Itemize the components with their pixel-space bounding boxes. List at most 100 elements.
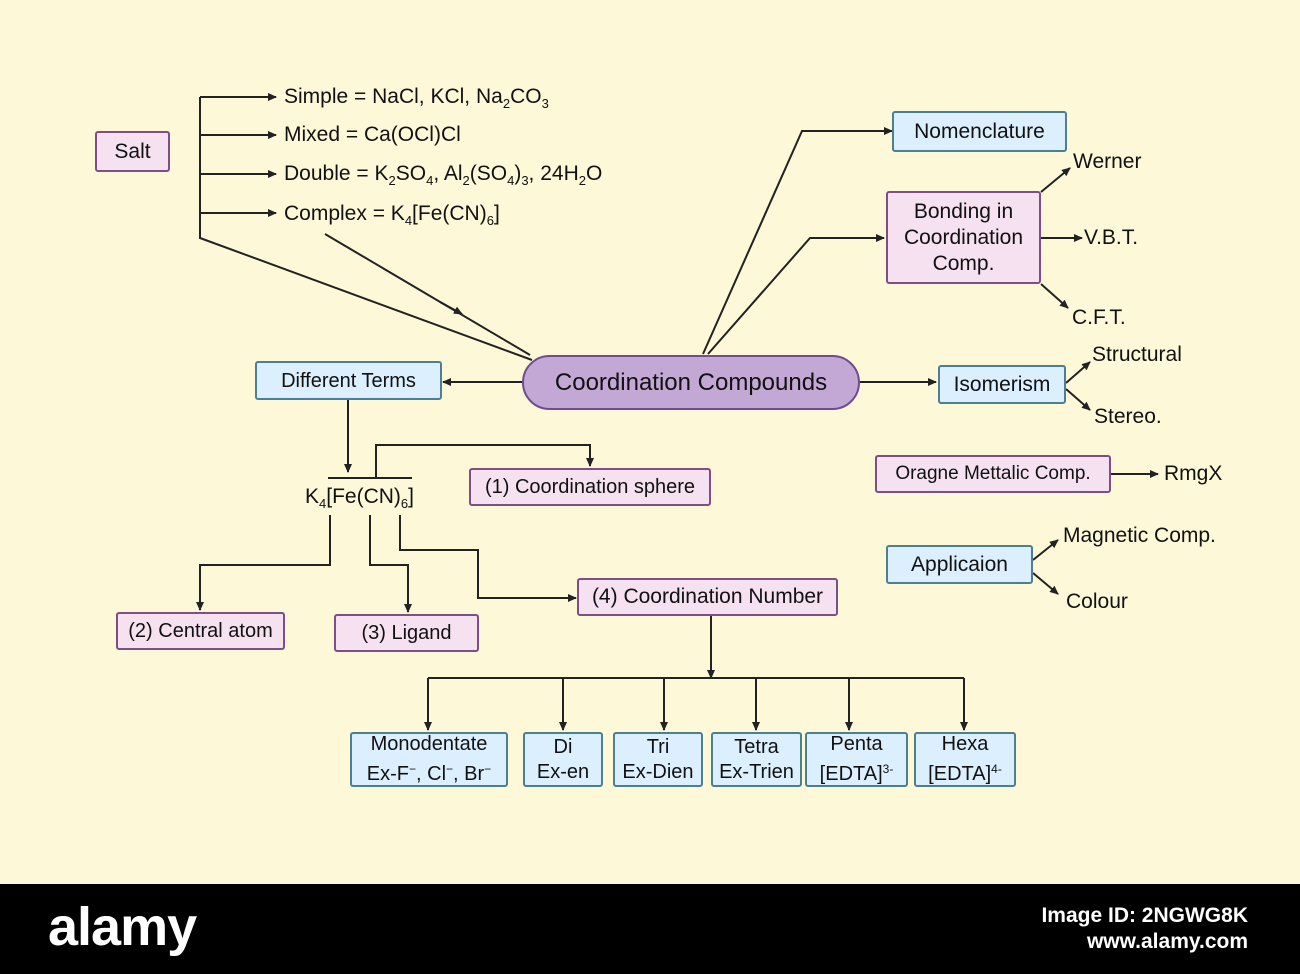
formula-lead: Mixed = Ca(OCl)Cl: [284, 123, 461, 146]
coordination-sphere-box: (1) Coordination sphere: [469, 468, 711, 506]
arrow-complex-to-center: [324, 233, 531, 356]
bonding-label: Bonding in Coordination Comp.: [903, 199, 1024, 275]
organometallic-box: Oragne Mettalic Comp.: [875, 455, 1111, 493]
ligand-box: (3) Ligand: [334, 614, 479, 652]
dentate-tri-example: Ex-Dien: [622, 760, 693, 785]
dentate-di-example: Ex-en: [537, 760, 589, 785]
isomerism-label: Isomerism: [953, 372, 1051, 396]
alamy-logo: alamy: [48, 897, 197, 957]
formula-part: 6: [486, 213, 494, 228]
formula-part: 2: [388, 173, 396, 188]
salt-box: Salt: [95, 131, 170, 172]
dentate-tetra-example: Ex-Trien: [719, 760, 794, 785]
bonding-vbt: V.B.T.: [1084, 226, 1139, 249]
arrow-ligand: [369, 515, 412, 613]
isomerism-structural: Structural: [1092, 343, 1182, 366]
arrow-coord-number: [399, 515, 577, 602]
formula-lead: Double = K: [284, 162, 389, 185]
salt-type-double: Double = K2SO4, Al2(SO4)3, 24H2O: [284, 161, 602, 194]
image-id: Image ID: 2NGWG8K: [1041, 904, 1248, 927]
formula-lead: Ex-Dien: [622, 760, 694, 783]
salt-type-simple: Simple = NaCl, KCl, Na2CO3: [284, 84, 549, 117]
formula-part: 6: [400, 496, 409, 511]
dentate-hexa-box: Hexa [EDTA]4-: [914, 732, 1016, 787]
arrow-colour: [1032, 572, 1059, 595]
arrow-werner: [1040, 167, 1071, 193]
bonding-box: Bonding in Coordination Comp.: [886, 191, 1041, 284]
dentate-mono-name: Monodentate: [370, 733, 488, 755]
formula-lead: K: [305, 485, 320, 508]
formula-part: 4: [507, 173, 515, 188]
formula-part: [Fe(CN): [326, 485, 401, 508]
dentate-di-name: Di: [553, 735, 573, 758]
dentate-mono-box: Monodentate Ex-F−, Cl−, Br−: [350, 732, 508, 787]
arrow-stereo: [1065, 388, 1091, 411]
coordination-sphere-label: (1) Coordination sphere: [484, 476, 696, 498]
dentate-tri-name: Tri: [646, 735, 670, 758]
site-url: www.alamy.com: [1086, 930, 1248, 953]
arrow-central-atom: [196, 515, 331, 611]
different-terms-label: Different Terms: [281, 369, 416, 392]
nomenclature-box: Nomenclature: [892, 111, 1067, 152]
formula-part: 4: [426, 173, 434, 188]
formula-part: 4-: [991, 762, 1002, 776]
formula-part: ]: [408, 485, 414, 508]
formula-part: −: [409, 762, 417, 776]
connector-lines: [196, 93, 1159, 731]
central-label: Coordination Compounds: [554, 368, 828, 396]
arrow-nomenclature: [702, 127, 893, 355]
different-terms-box: Different Terms: [255, 361, 442, 400]
organometallic-rmgx: RmgX: [1164, 462, 1223, 485]
formula-part: 2: [502, 96, 511, 111]
formula-lead: Ex-en: [536, 760, 590, 783]
formula-part: 2: [462, 173, 470, 188]
ligand-label: (3) Ligand: [361, 622, 452, 644]
dentate-tetra-name: Tetra: [734, 735, 779, 758]
dentate-tri-box: Tri Ex-Dien: [613, 732, 703, 787]
coordination-compounds-node: Coordination Compounds: [522, 355, 860, 410]
formula-part: 3: [541, 96, 549, 111]
formula-part: , Cl: [416, 763, 447, 785]
formula-part: SO: [395, 162, 427, 185]
formula-part: [Fe(CN): [412, 202, 487, 225]
formula-part: , Br: [453, 763, 485, 785]
dentate-mono-example: Ex-F−, Cl−, Br−: [367, 757, 491, 787]
arrow-sphere: [375, 444, 594, 478]
salt-type-complex: Complex = K4[Fe(CN)6]: [284, 201, 500, 234]
formula-part: ): [514, 162, 522, 185]
nomenclature-label: Nomenclature: [914, 119, 1045, 143]
bonding-cft: C.F.T.: [1072, 306, 1126, 329]
central-atom-label: (2) Central atom: [128, 620, 273, 642]
formula-part: , 24H: [528, 162, 579, 185]
formula-part: −: [484, 762, 492, 776]
formula-lead: [EDTA]: [819, 763, 883, 785]
formula-lead: Ex-F: [366, 763, 410, 785]
arrow-structural: [1065, 361, 1091, 384]
isomerism-box: Isomerism: [938, 365, 1066, 404]
formula-part: CO: [510, 85, 542, 108]
dentate-penta-example: [EDTA]3-: [820, 757, 894, 787]
formula-lead: [EDTA]: [928, 763, 992, 785]
isomerism-stereo: Stereo.: [1094, 405, 1162, 428]
salt-bracket: [199, 97, 533, 361]
formula-part: ]: [493, 202, 500, 225]
bonding-werner: Werner: [1073, 150, 1142, 173]
application-magnetic: Magnetic Comp.: [1063, 524, 1216, 547]
salt-label: Salt: [114, 139, 151, 163]
salt-type-mixed: Mixed = Ca(OCl)Cl: [284, 122, 461, 148]
coordination-number-label: (4) Coordination Number: [591, 585, 824, 608]
formula-lead: Simple = NaCl, KCl, Na: [284, 85, 503, 108]
footer-bar: [0, 884, 1300, 974]
diagram-canvas: Salt Simple = NaCl, KCl, Na2CO3 Mixed = …: [0, 0, 1300, 884]
formula-lead: Ex-Trien: [719, 760, 794, 783]
dentate-hexa-name: Hexa: [941, 733, 989, 755]
terms-formula: K4[Fe(CN)6]: [305, 484, 414, 517]
dentate-di-box: Di Ex-en: [523, 732, 603, 787]
application-colour: Colour: [1066, 590, 1128, 613]
coordination-number-box: (4) Coordination Number: [577, 578, 838, 616]
dentate-tetra-box: Tetra Ex-Trien: [711, 732, 802, 787]
formula-part: 2: [578, 173, 586, 188]
formula-part: −: [446, 762, 454, 776]
formula-part: 4: [404, 213, 413, 228]
arrow-bonding: [707, 234, 885, 355]
